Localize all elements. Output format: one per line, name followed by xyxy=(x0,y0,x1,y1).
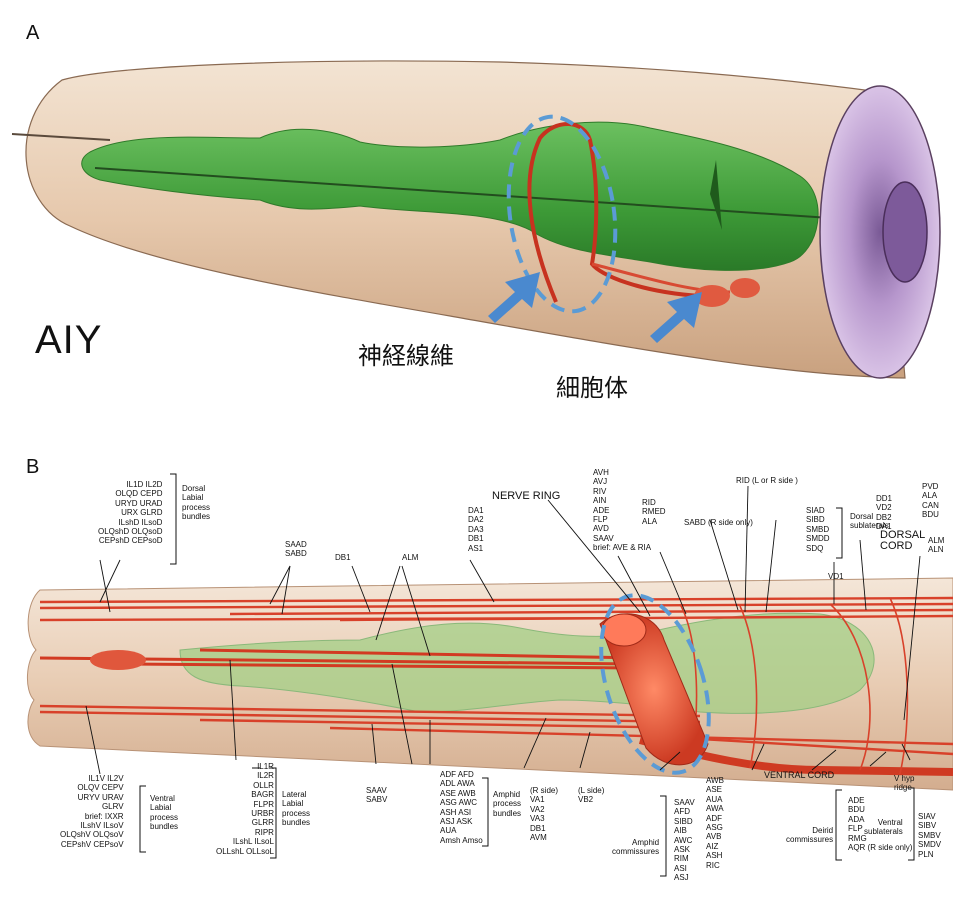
nerve-ring-title: NERVE RING xyxy=(492,490,560,502)
amphid-names: ADF AFD ADL AWA ASE AWB ASG AWC ASH ASI … xyxy=(440,770,483,845)
label-alm-aln: ALM ALN xyxy=(928,536,944,555)
lateral-desc: Lateral Labial process bundles xyxy=(282,790,310,828)
ventral-labial-names: IL1V IL2V OLQV CEPV URYV URAV GLRV brief… xyxy=(60,774,124,849)
label-l-side: (L side) VB2 xyxy=(578,786,604,805)
label-vd1: VD1 xyxy=(828,572,844,581)
label-saav: SAAV SABV xyxy=(366,786,387,805)
amphid-comm: Amphid commissures xyxy=(612,838,659,857)
amphid-desc: Amphid process bundles xyxy=(493,790,521,818)
label-dd-group: DD1 VD2 DB2 DA1 xyxy=(876,494,892,532)
label-da-group: DA1 DA2 DA3 DB1 AS1 xyxy=(468,506,484,553)
label-r-side: (R side) VA1 VA2 VA3 DB1 AVM xyxy=(530,786,558,842)
ventral-sub: Ventral sublaterals xyxy=(864,818,903,837)
nerve-ring-cap xyxy=(602,614,646,646)
label-v-hyp: V hyp ridge xyxy=(894,774,914,793)
label-pvd: PVD ALA CAN BDU xyxy=(922,482,939,520)
labial-ganglion xyxy=(90,650,146,670)
label-rid-rmed: RID RMED ALA xyxy=(642,498,666,526)
label-siad: SIAD SIBD SMBD SMDD SDQ xyxy=(806,506,830,553)
ventral-cord-title: VENTRAL CORD xyxy=(764,770,834,780)
dorsal-labial-desc: Dorsal Labial process bundles xyxy=(182,484,210,522)
amphid-comm-names-1: SAAV AFD SIBD AIB AWC ASK RIM ASI ASJ xyxy=(674,798,695,883)
label-db1: DB1 xyxy=(335,553,351,562)
dorsal-cord-title: DORSAL CORD xyxy=(880,530,925,552)
label-saad: SAAD SABD xyxy=(285,540,307,559)
label-alm: ALM xyxy=(402,553,418,562)
lateral-names: IL1R IL2R OLLR BAGR FLPR URBR GLRR RIPR … xyxy=(216,762,274,856)
ventral-labial-desc: Ventral Labial process bundles xyxy=(150,794,178,832)
amphid-comm-names-2: AWB ASE AUA AWA ADF ASG AVB AIZ ASH RIC xyxy=(706,776,724,870)
dorsal-labial-names: IL1D IL2D OLQD CEPD URYD URAD URX GLRD I… xyxy=(98,480,162,546)
label-rid-lr: RID (L or R side ) xyxy=(736,476,798,485)
deirid-comm: Deirid commissures xyxy=(786,826,833,845)
label-sabd-r: SABD (R side only) xyxy=(684,518,753,527)
ventral-sub-names: SIAV SIBV SMBV SMDV PLN xyxy=(918,812,941,859)
